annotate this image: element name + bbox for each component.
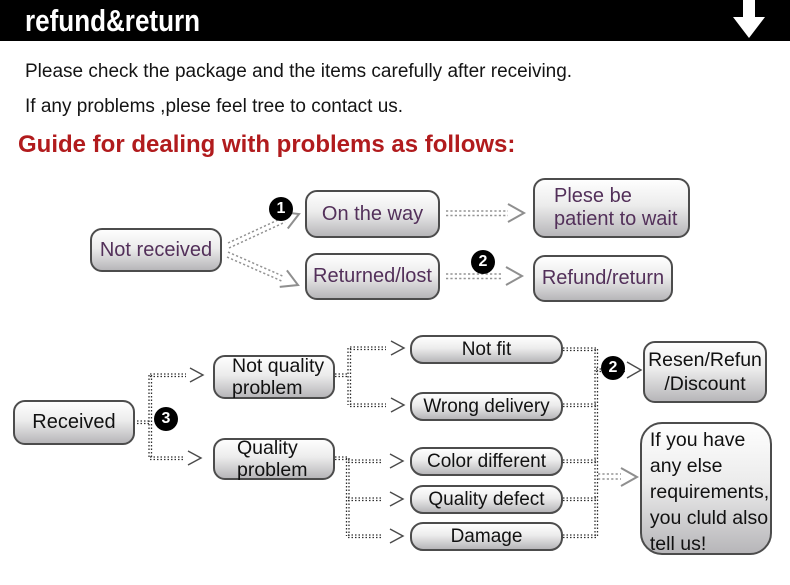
node-not-received: Not received bbox=[90, 228, 222, 272]
intro-line-2: If any problems ,plese feel tree to cont… bbox=[25, 96, 404, 117]
node-resend-refund-discount: Resen/Refun /Discount bbox=[643, 341, 767, 403]
node-refund-return: Refund/return bbox=[533, 255, 673, 302]
down-arrow-icon bbox=[733, 0, 765, 38]
header-bar: refund&return bbox=[0, 0, 790, 41]
node-on-the-way: On the way bbox=[305, 190, 440, 238]
node-color-different: Color different bbox=[410, 447, 563, 476]
node-received: Received bbox=[13, 400, 135, 445]
page-title: refund&return bbox=[25, 3, 201, 38]
node-wrong-delivery: Wrong delivery bbox=[410, 392, 563, 421]
step-badge-3: 3 bbox=[154, 407, 178, 431]
step-badge-1: 1 bbox=[269, 197, 293, 221]
section-heading: Guide for dealing with problems as follo… bbox=[18, 131, 516, 158]
node-quality-problem: Quality problem bbox=[213, 437, 335, 481]
step-badge-2-bottom: 2 bbox=[601, 356, 625, 380]
node-not-fit: Not fit bbox=[410, 335, 563, 364]
node-damage: Damage bbox=[410, 522, 563, 551]
node-please-be-patient: Plese be patient to wait bbox=[533, 178, 690, 238]
node-quality-defect: Quality defect bbox=[410, 485, 563, 514]
node-not-quality-problem: Not quality problem bbox=[213, 355, 335, 399]
node-other-requirements: If you have any else requirements, you c… bbox=[640, 422, 772, 555]
step-badge-2-top: 2 bbox=[471, 250, 495, 274]
node-returned-lost: Returned/lost bbox=[305, 253, 440, 300]
intro-line-1: Please check the package and the items c… bbox=[25, 61, 573, 82]
